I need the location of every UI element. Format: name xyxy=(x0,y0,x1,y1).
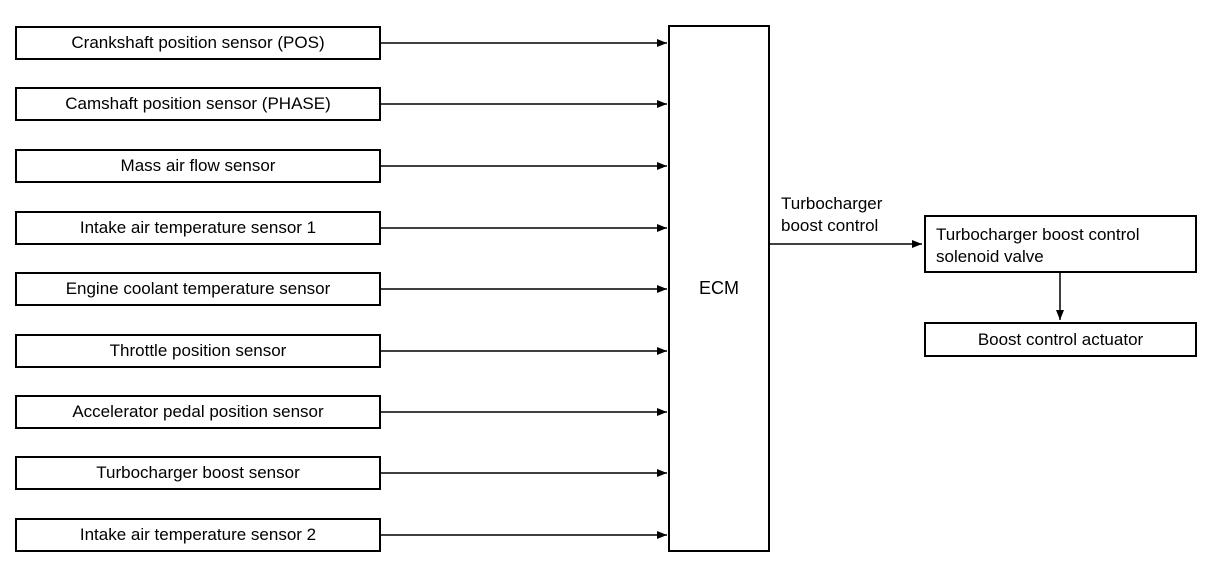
sensor-label: Throttle position sensor xyxy=(109,341,287,360)
sensor-label: Mass air flow sensor xyxy=(120,156,276,175)
sensor-label: Engine coolant temperature sensor xyxy=(65,279,331,298)
sensor-box-turbocharger-boost: Turbocharger boost sensor xyxy=(15,456,381,490)
sensor-label: Intake air temperature sensor 1 xyxy=(79,218,317,237)
sensor-box-camshaft: Camshaft position sensor (PHASE) xyxy=(15,87,381,121)
sensor-label: Turbocharger boost sensor xyxy=(96,463,300,482)
solenoid-line-1: Turbocharger boost control xyxy=(936,225,1140,244)
ecm-box: ECM xyxy=(668,25,770,552)
solenoid-valve-box: Turbocharger boost control solenoid valv… xyxy=(924,215,1197,273)
sensor-box-intake-air-temp-1: Intake air temperature sensor 1 xyxy=(15,211,381,245)
sensor-label: Crankshaft position sensor (POS) xyxy=(71,33,325,52)
sensor-label: Intake air temperature sensor 2 xyxy=(79,525,317,544)
sensor-box-mass-air-flow: Mass air flow sensor xyxy=(15,149,381,183)
sensor-box-throttle-position: Throttle position sensor xyxy=(15,334,381,368)
actuator-label: Boost control actuator xyxy=(977,329,1144,349)
ecm-label: ECM xyxy=(699,278,739,298)
output-signal-label: Turbocharger boost control xyxy=(781,193,921,237)
output-signal-line-2: boost control xyxy=(781,216,879,235)
sensor-box-crankshaft: Crankshaft position sensor (POS) xyxy=(15,26,381,60)
sensor-box-intake-air-temp-2: Intake air temperature sensor 2 xyxy=(15,518,381,552)
sensor-box-engine-coolant-temp: Engine coolant temperature sensor xyxy=(15,272,381,306)
sensor-label: Accelerator pedal position sensor xyxy=(72,402,324,421)
sensor-box-accelerator-pedal: Accelerator pedal position sensor xyxy=(15,395,381,429)
output-signal-line-1: Turbocharger xyxy=(781,194,883,213)
boost-actuator-box: Boost control actuator xyxy=(924,322,1197,357)
solenoid-line-2: solenoid valve xyxy=(936,247,1044,266)
sensor-label: Camshaft position sensor (PHASE) xyxy=(65,94,331,113)
